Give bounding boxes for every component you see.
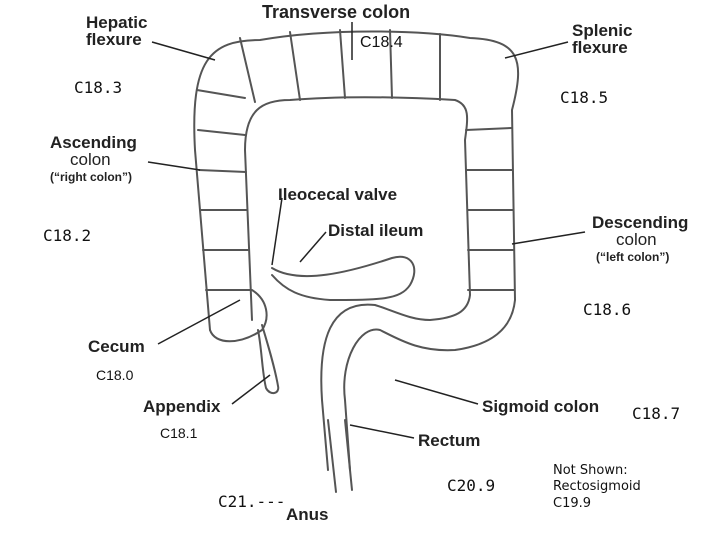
ascending-colon-line1: Ascending [50, 133, 137, 152]
leader-sigmoid [394, 379, 479, 405]
not-shown-line1: Not Shown: [553, 463, 628, 478]
splenic-flexure-label: Splenic flexure [572, 22, 632, 56]
haustra-left [196, 89, 251, 291]
ascending-colon-line2: colon [70, 150, 111, 169]
distal-ileum-label: Distal ileum [328, 221, 424, 240]
descending-colon-label: Descending colon (“left colon”) [592, 214, 688, 263]
hepatic-flexure-label: Hepatic flexure [86, 14, 147, 48]
cecum-label: Cecum [88, 337, 145, 356]
descending-colon-line2: colon [616, 230, 657, 249]
splenic-flexure-line1: Splenic [572, 21, 633, 40]
leader-ileocecal [271, 197, 283, 266]
descending-colon-line1: Descending [592, 213, 689, 232]
leader-appendix [231, 374, 271, 405]
code-transverse: C18.4 [360, 34, 403, 51]
colon-outer-outline [193, 30, 519, 471]
not-shown-note: Not Shown: Rectosigmoid C19.9 [553, 463, 641, 512]
ileum-outline [271, 255, 416, 301]
leader-distal-ileum [299, 231, 327, 263]
leader-rectum [349, 424, 415, 439]
leader-ascending [147, 161, 201, 171]
appendix-outline [257, 324, 280, 394]
leader-descending [511, 231, 586, 245]
anus-label: Anus [286, 505, 329, 524]
ascending-colon-note: (“right colon”) [50, 170, 132, 184]
ileocecal-valve-label: Ileocecal valve [278, 185, 398, 204]
ascending-colon-label: Ascending colon (“right colon”) [50, 134, 137, 183]
code-anus: C21.--- [218, 492, 286, 511]
code-sigmoid: C18.7 [632, 404, 681, 423]
not-shown-line3: C19.9 [553, 495, 592, 511]
colon-inner-outline [244, 96, 471, 471]
splenic-flexure-line2: flexure [572, 38, 628, 57]
code-hepatic: C18.3 [74, 78, 123, 97]
sigmoid-colon-label: Sigmoid colon [482, 397, 600, 416]
appendix-label: Appendix [143, 397, 221, 416]
haustra-top [239, 29, 441, 103]
code-splenic: C18.5 [560, 88, 609, 107]
leader-cecum [157, 299, 241, 345]
rectum-outline [327, 419, 353, 493]
transverse-colon-label: Transverse colon [262, 2, 411, 22]
leader-splenic [504, 41, 569, 59]
not-shown-line2: Rectosigmoid [553, 479, 641, 495]
haustra-right [465, 127, 515, 291]
code-rectum: C20.9 [447, 476, 496, 495]
hepatic-flexure-line2: flexure [86, 30, 142, 49]
code-ascending: C18.2 [43, 226, 92, 245]
cecum-outline [209, 289, 268, 343]
code-descending: C18.6 [583, 300, 632, 319]
leader-hepatic [151, 41, 216, 61]
rectum-label: Rectum [418, 431, 481, 450]
descending-colon-note: (“left colon”) [596, 250, 670, 264]
code-cecum: C18.0 [96, 367, 134, 383]
hepatic-flexure-line1: Hepatic [86, 13, 148, 32]
code-appendix: C18.1 [160, 425, 198, 441]
